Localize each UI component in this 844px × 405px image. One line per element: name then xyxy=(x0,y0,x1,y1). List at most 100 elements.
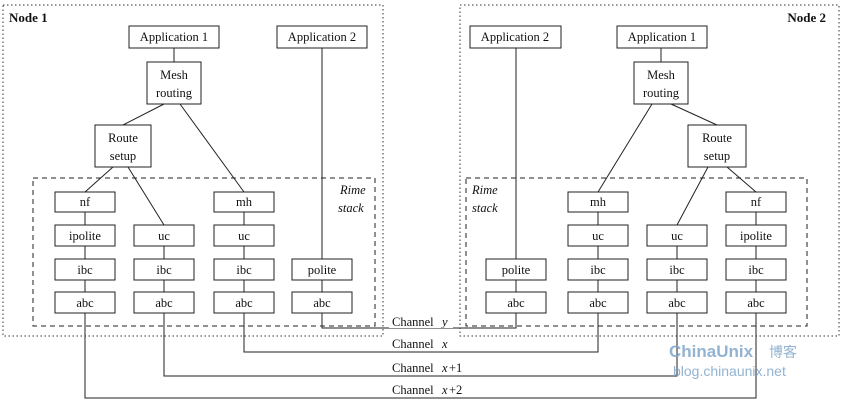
svg-text:ibc: ibc xyxy=(669,263,685,277)
node-1-nf: nf xyxy=(54,191,116,213)
channel-x-label: Channel x xyxy=(392,337,448,351)
node-2-mesh-routing: Mesh routing xyxy=(633,61,689,105)
node-1-ipolite: ipolite xyxy=(54,224,116,247)
svg-text:Mesh: Mesh xyxy=(160,68,189,82)
node-2-polite: polite xyxy=(485,258,547,281)
watermark-brand: ChinaUnix xyxy=(669,342,754,361)
node-2-application-2: Application 2 xyxy=(469,25,562,49)
node-2-col4-abc: abc xyxy=(725,291,787,314)
node-2-col4-ibc: ibc xyxy=(725,258,787,281)
svg-text:abc: abc xyxy=(668,296,686,310)
svg-text:ipolite: ipolite xyxy=(69,229,101,243)
svg-text:abc: abc xyxy=(155,296,173,310)
node-2-connectors xyxy=(515,48,757,292)
svg-text:Channel: Channel xyxy=(392,337,434,351)
node-1-polite: polite xyxy=(291,258,353,281)
svg-text:uc: uc xyxy=(238,229,250,243)
svg-text:x: x xyxy=(441,337,448,351)
svg-text:setup: setup xyxy=(704,149,730,163)
svg-text:ibc: ibc xyxy=(77,263,93,277)
node-1-rime-stack-boundary xyxy=(32,177,376,327)
node-2-col1-abc: abc xyxy=(485,291,547,314)
svg-text:uc: uc xyxy=(592,229,604,243)
svg-text:nf: nf xyxy=(751,195,762,209)
watermark: ChinaUnix 博客 blog.chinaunix.net xyxy=(669,342,797,379)
svg-text:Application 1: Application 1 xyxy=(628,30,696,44)
node-1-stack-label: stack xyxy=(338,201,364,215)
node-2-col3-ibc: ibc xyxy=(646,258,708,281)
node-2-title: Node 2 xyxy=(787,10,826,25)
node-1-col2-ibc: ibc xyxy=(133,258,195,281)
node-2-rime-label: Rime xyxy=(471,183,498,197)
svg-text:mh: mh xyxy=(236,195,253,209)
channel-x2-label: Channel x +2 xyxy=(392,383,462,397)
svg-text:abc: abc xyxy=(235,296,253,310)
svg-text:Route: Route xyxy=(702,131,732,145)
svg-text:Route: Route xyxy=(108,131,138,145)
svg-text:abc: abc xyxy=(313,296,331,310)
channel-x1-label: Channel x +1 xyxy=(392,361,462,375)
node-1-application-1: Application 1 xyxy=(128,25,220,49)
node-1-col1-ibc: ibc xyxy=(54,258,116,281)
node-2-application-1: Application 1 xyxy=(616,25,708,49)
node-1-application-2: Application 2 xyxy=(276,25,368,49)
node-2-col2-abc: abc xyxy=(567,291,629,314)
svg-text:setup: setup xyxy=(110,149,136,163)
channel-y-label: Channel y xyxy=(389,314,453,329)
svg-text:+1: +1 xyxy=(449,361,462,375)
svg-text:Application 2: Application 2 xyxy=(288,30,356,44)
svg-text:Mesh: Mesh xyxy=(647,68,676,82)
svg-text:polite: polite xyxy=(308,263,337,277)
channel-x1-wire xyxy=(163,313,678,377)
svg-text:Channel: Channel xyxy=(392,315,434,329)
svg-text:ibc: ibc xyxy=(236,263,252,277)
svg-text:Channel: Channel xyxy=(392,361,434,375)
svg-text:Channel: Channel xyxy=(392,383,434,397)
node-2-col3-uc: uc xyxy=(646,224,708,247)
node-1-boundary xyxy=(2,4,384,337)
svg-text:ibc: ibc xyxy=(748,263,764,277)
svg-text:routing: routing xyxy=(643,86,680,100)
node-2-col3-abc: abc xyxy=(646,291,708,314)
watermark-cn: 博客 xyxy=(769,344,797,360)
node-2: Node 2 Rime stack Application 2 xyxy=(459,4,840,337)
channel-wires xyxy=(84,313,757,399)
node-1-col4-abc: abc xyxy=(291,291,353,314)
node-2-col2-ibc: ibc xyxy=(567,258,629,281)
node-1-rime-label: Rime xyxy=(339,183,366,197)
node-2-stack-label: stack xyxy=(472,201,498,215)
node-1-col3-abc: abc xyxy=(213,291,275,314)
node-1-col1-abc: abc xyxy=(54,291,116,314)
node-2-rime-stack-boundary xyxy=(465,177,808,327)
node-1-mh: mh xyxy=(213,191,275,213)
svg-text:ibc: ibc xyxy=(590,263,606,277)
svg-text:abc: abc xyxy=(507,296,525,310)
node-1-mesh-routing: Mesh routing xyxy=(146,61,202,105)
svg-text:abc: abc xyxy=(76,296,94,310)
svg-text:abc: abc xyxy=(747,296,765,310)
node-1-col3-ibc: ibc xyxy=(213,258,275,281)
svg-text:+2: +2 xyxy=(449,383,462,397)
svg-text:ipolite: ipolite xyxy=(740,229,772,243)
svg-text:uc: uc xyxy=(671,229,683,243)
svg-text:routing: routing xyxy=(156,86,193,100)
svg-text:nf: nf xyxy=(80,195,91,209)
svg-text:abc: abc xyxy=(589,296,607,310)
node-2-ipolite: ipolite xyxy=(725,224,787,247)
node-2-mh: mh xyxy=(567,191,629,213)
svg-text:x: x xyxy=(441,361,448,375)
node-1-col3-uc: uc xyxy=(213,224,275,247)
channel-x2-wire xyxy=(84,313,757,399)
channel-x-wire xyxy=(243,313,599,353)
node-1-route-setup: Route setup xyxy=(94,124,152,168)
node-2-nf: nf xyxy=(725,191,787,213)
svg-text:mh: mh xyxy=(590,195,607,209)
node-1: Node 1 Rime stack Application 1 xyxy=(2,4,384,337)
node-2-col2-uc: uc xyxy=(567,224,629,247)
node-2-route-setup: Route setup xyxy=(687,124,747,168)
svg-text:Application 2: Application 2 xyxy=(481,30,549,44)
svg-text:Application 1: Application 1 xyxy=(140,30,208,44)
svg-text:polite: polite xyxy=(502,263,531,277)
svg-text:ibc: ibc xyxy=(156,263,172,277)
